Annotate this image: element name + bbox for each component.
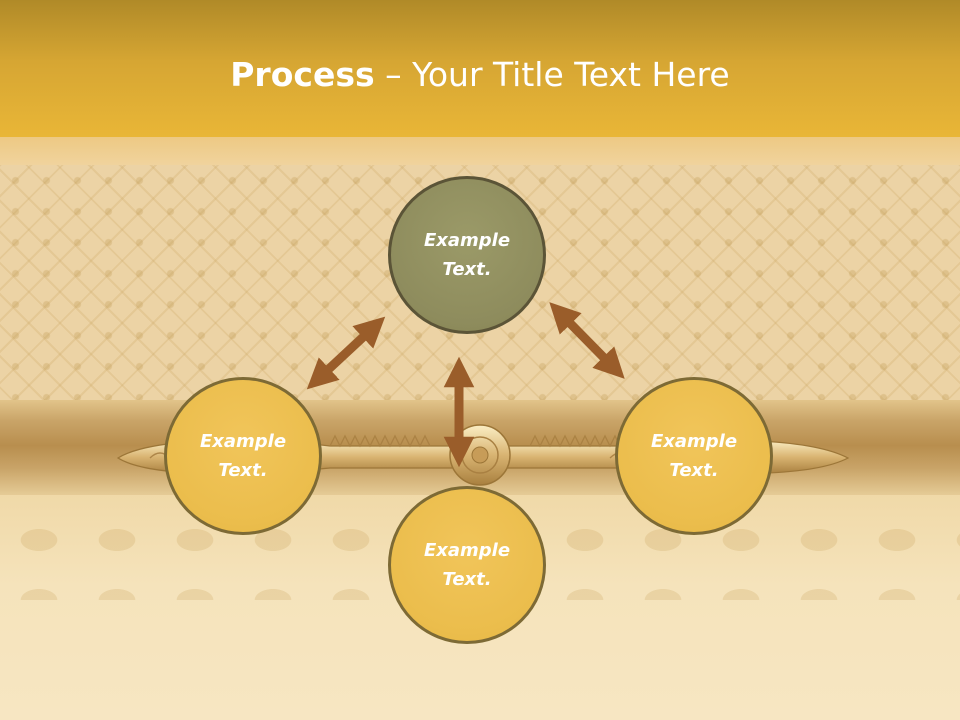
title-bold: Process xyxy=(230,55,375,94)
node-top: Example Text. xyxy=(388,176,546,334)
title-rest: – Your Title Text Here xyxy=(374,55,730,94)
node-right: Example Text. xyxy=(615,377,773,535)
slide-title: Process – Your Title Text Here xyxy=(0,55,960,95)
node-left: Example Text. xyxy=(164,377,322,535)
arrow-top-right xyxy=(549,302,625,379)
header-strip xyxy=(0,137,960,165)
node-right-label: Example Text. xyxy=(650,431,738,481)
node-top-label: Example Text. xyxy=(423,230,511,280)
node-bottom: Example Text. xyxy=(388,486,546,644)
arrow-top-left xyxy=(306,316,386,390)
node-left-label: Example Text. xyxy=(199,431,287,481)
node-bottom-label: Example Text. xyxy=(423,540,511,590)
title-bar xyxy=(0,0,960,137)
